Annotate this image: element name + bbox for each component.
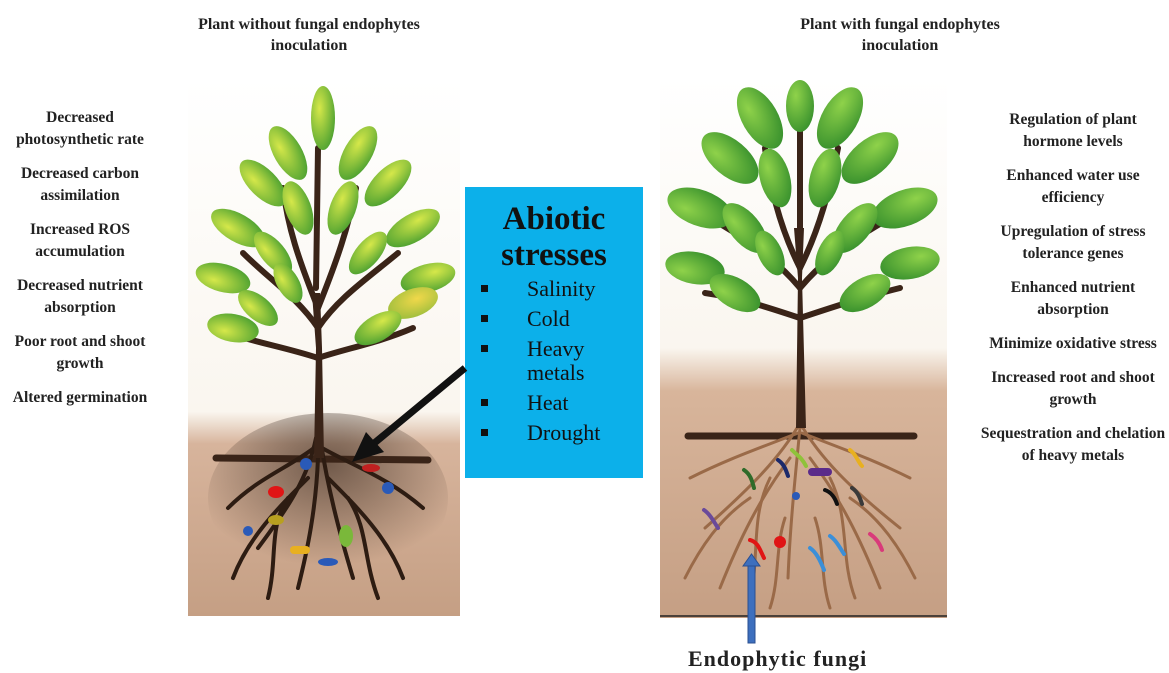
endophytic-fungi-label: Endophytic fungi [688, 646, 867, 672]
stress-arrow [352, 368, 465, 462]
fungi-arrow [743, 554, 760, 643]
